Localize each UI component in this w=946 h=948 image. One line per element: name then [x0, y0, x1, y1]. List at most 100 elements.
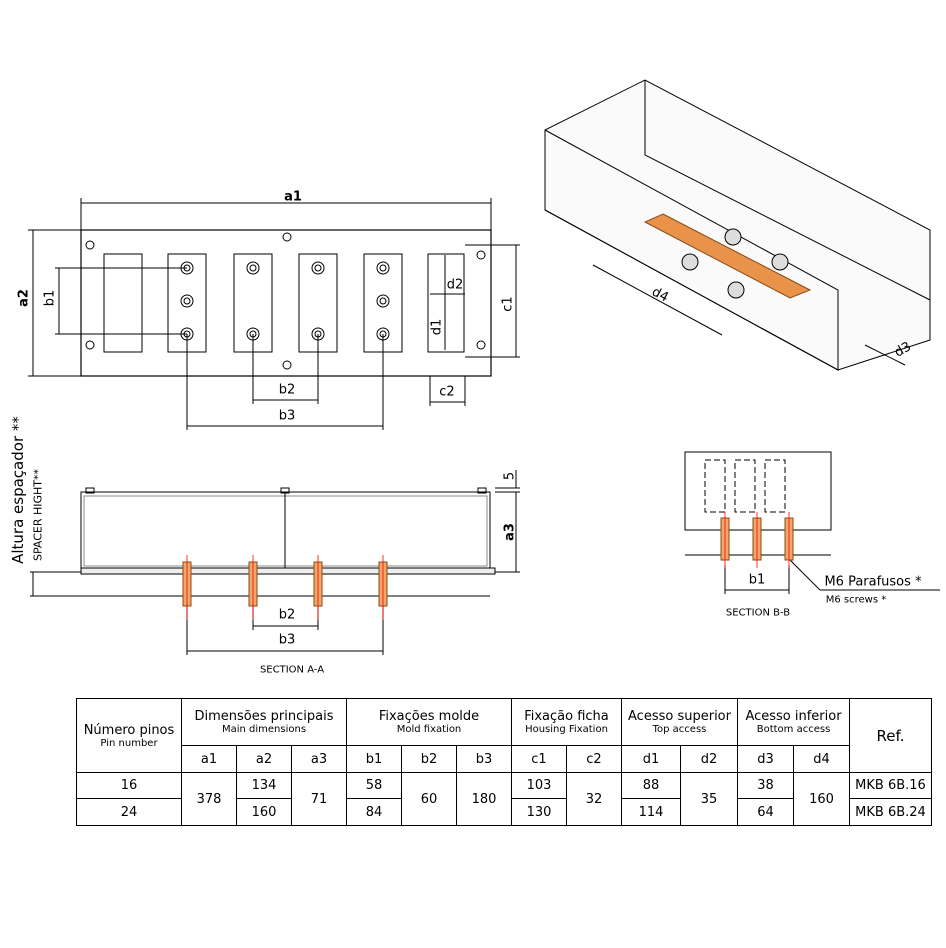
screws-label-en: M6 screws * [825, 594, 887, 606]
cell-b1: 58 [346, 772, 402, 799]
cell-a2: 160 [236, 798, 292, 826]
dim-a3-label: a3 [502, 523, 518, 541]
column-header-c2: c2 [566, 745, 622, 773]
module-cutout [167, 253, 207, 353]
column-header-d1: d1 [621, 745, 681, 773]
dim-c2-label: c2 [439, 384, 455, 400]
cell-d4: 160 [793, 772, 850, 826]
column-header-b3: b3 [456, 745, 512, 773]
fixing-hole [311, 327, 325, 341]
vent-slots [734, 459, 756, 513]
fixing-hole-inner [314, 264, 322, 272]
column-header-b1: b1 [346, 745, 402, 773]
cell-c1: 103 [511, 772, 567, 799]
cell-pins: 24 [76, 798, 182, 826]
dim-5-label: 5 [502, 471, 518, 481]
column-header-b2: b2 [401, 745, 457, 773]
cell-b1: 84 [346, 798, 402, 826]
dim-d1-label: d1 [429, 318, 445, 336]
cell-ref: MKB 6B.24 [849, 798, 932, 826]
fixing-hole-inner [379, 264, 387, 272]
fixing-hole-inner [379, 330, 387, 338]
dim-b2-section-label: b2 [278, 607, 296, 623]
section-a-a-title: SECTION A-A [259, 664, 325, 676]
fixing-hole-inner [249, 330, 257, 338]
module-cutout [298, 253, 338, 353]
cell-a2: 134 [236, 772, 292, 799]
cell-b3: 180 [456, 772, 512, 826]
module-cutout [103, 253, 143, 353]
section-b-b-view [684, 451, 940, 594]
vent-slots [764, 459, 786, 513]
dim-a1-label: a1 [284, 189, 302, 205]
fixing-hole-inner [379, 297, 387, 305]
cell-d3: 38 [737, 772, 794, 799]
fixing-hole [180, 261, 194, 275]
fixing-hole-inner [183, 330, 191, 338]
dim-b1-label: b1 [42, 289, 58, 307]
column-header-a3: a3 [291, 745, 347, 773]
top-view [28, 198, 520, 430]
fixing-hole [376, 261, 390, 275]
cell-c2: 32 [566, 772, 622, 826]
fixing-hole-inner [183, 297, 191, 305]
dim-c1-label: c1 [500, 296, 516, 312]
cell-a3: 71 [291, 772, 347, 826]
fixing-hole [180, 294, 194, 308]
cell-pins: 16 [76, 772, 182, 799]
module-cutout [427, 253, 465, 353]
cell-a1: 378 [181, 772, 237, 826]
spacer-height-label-pt: Altura espaçador ** [9, 416, 27, 564]
header-ref: Ref. [849, 698, 932, 773]
mount-hole [85, 340, 95, 350]
column-header-d3: d3 [737, 745, 794, 773]
spacer-height-label-en: SPACER HIGHT** [31, 468, 45, 562]
section-a-a-view [30, 470, 520, 655]
section-b-b-title: SECTION B-B [725, 607, 791, 619]
fixing-hole [246, 327, 260, 341]
dim-b1-section-label: b1 [748, 572, 766, 588]
fixing-hole [180, 327, 194, 341]
column-header-d4: d4 [793, 745, 850, 773]
fixing-hole [376, 294, 390, 308]
isometric-view [544, 79, 931, 371]
cell-ref: MKB 6B.16 [849, 772, 932, 799]
column-header-a1: a1 [181, 745, 237, 773]
column-header-d2: d2 [680, 745, 738, 773]
fixing-hole-inner [314, 330, 322, 338]
vent-slots [704, 459, 726, 513]
dim-a2-label: a2 [16, 289, 32, 307]
fixing-hole-inner [249, 264, 257, 272]
column-header-c1: c1 [511, 745, 567, 773]
mount-hole [85, 240, 95, 250]
cell-d1: 114 [621, 798, 681, 826]
dim-b3-section-label: b3 [278, 632, 296, 648]
screws-label-pt: M6 Parafusos * [824, 574, 922, 590]
cell-d2: 35 [680, 772, 738, 826]
dim-b3-label: b3 [278, 408, 296, 424]
cell-d3: 64 [737, 798, 794, 826]
column-header-a2: a2 [236, 745, 292, 773]
cell-c1: 130 [511, 798, 567, 826]
fixing-hole [311, 261, 325, 275]
module-cutout [233, 253, 273, 353]
dim-d2-label: d2 [446, 277, 464, 293]
mount-hole [476, 340, 486, 350]
dim-b2-label: b2 [278, 382, 296, 398]
fixing-hole [376, 327, 390, 341]
cell-b2: 60 [401, 772, 457, 826]
mount-hole [282, 232, 292, 242]
fixing-hole [246, 261, 260, 275]
mount-hole [282, 360, 292, 370]
module-cutout [363, 253, 403, 353]
cell-d1: 88 [621, 772, 681, 799]
